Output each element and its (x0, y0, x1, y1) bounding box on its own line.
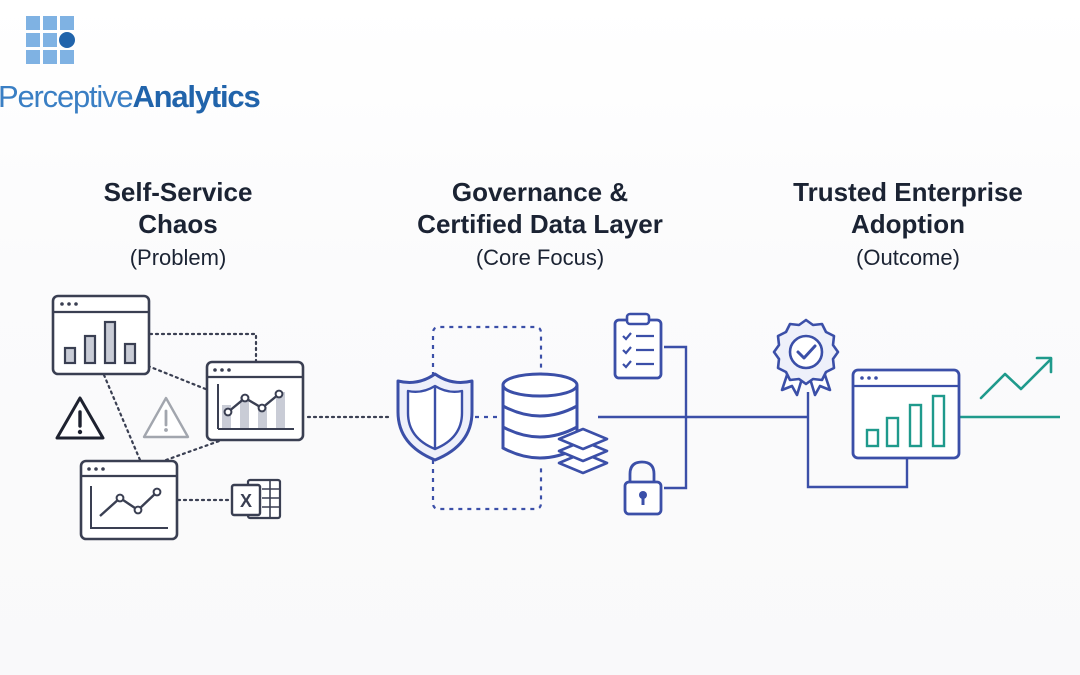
dashboard-line-chart-icon (205, 360, 305, 442)
teal-bar-dashboard-icon (851, 368, 961, 460)
logo-wordmark: PerceptiveAnalytics (0, 79, 261, 114)
outcome-column-heading: Trusted Enterprise Adoption (Outcome) (758, 176, 1058, 275)
perceptive-analytics-logo: PerceptiveAnalytics (0, 16, 261, 116)
outcome-subtitle: (Outcome) (856, 245, 960, 270)
certified-badge-icon (772, 318, 840, 397)
problem-column-heading: Self-Service Chaos (Problem) (58, 176, 298, 275)
warning-icon (55, 396, 105, 440)
core-title: Governance & Certified Data Layer (417, 177, 663, 239)
dashboard-bar-chart-icon (51, 294, 151, 376)
padlock-icon (623, 460, 663, 516)
problem-title: Self-Service Chaos (103, 177, 253, 239)
checklist-clipboard-icon (613, 312, 663, 380)
outcome-title: Trusted Enterprise Adoption (793, 177, 1023, 239)
dashboard-trend-line-icon (79, 459, 179, 541)
core-dashed-frame (431, 325, 543, 511)
core-column-heading: Governance & Certified Data Layer (Core … (380, 176, 700, 275)
excel-file-icon: X (230, 478, 282, 520)
logo-word-analytics: Analytics (132, 79, 260, 114)
faded-warning-icon (142, 396, 190, 439)
trend-up-arrow-icon (979, 356, 1053, 400)
layers-icon (557, 427, 609, 475)
database-icon (501, 372, 579, 460)
problem-subtitle: (Problem) (129, 245, 227, 270)
excel-letter: X (240, 491, 252, 511)
outcome-connector-lines (806, 392, 909, 489)
logo-word-perceptive: Perceptive (0, 79, 134, 114)
shield-icon (396, 372, 474, 462)
chaos-dotted-connectors (102, 332, 394, 502)
core-connector-lines (598, 345, 808, 490)
logo-grid-icon (26, 16, 75, 64)
core-subtitle: (Core Focus) (475, 245, 605, 270)
